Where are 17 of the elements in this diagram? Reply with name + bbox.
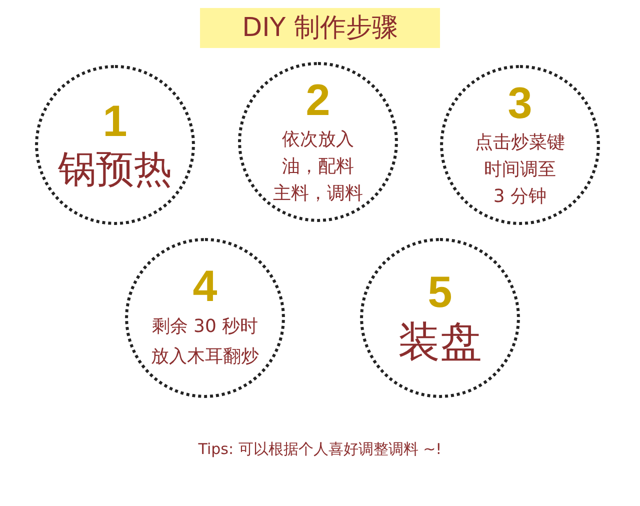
step-circle xyxy=(125,238,285,398)
tip-note: Tips: 可以根据个人喜好调整调料 ~! xyxy=(197,440,443,459)
step-number: 5 xyxy=(428,270,452,316)
step-circle xyxy=(440,65,600,225)
step-text: 装盘 xyxy=(398,318,482,366)
step-text: 剩余 30 秒时放入木耳翻炒 xyxy=(151,315,259,369)
step-text: 依次放入油，配料主料，调料 xyxy=(273,128,363,206)
step-number: 1 xyxy=(102,99,128,145)
step-text: 锅预热 xyxy=(58,147,172,191)
step-number: 2 xyxy=(306,78,330,124)
step-circle xyxy=(35,65,195,225)
title-banner: DIY 制作步骤 xyxy=(200,8,440,48)
step-text: 点击炒菜键时间调至3 分钟 xyxy=(475,130,565,208)
step-number: 4 xyxy=(192,264,218,310)
step-circle xyxy=(360,238,520,398)
step-number: 3 xyxy=(508,80,532,126)
step-circle xyxy=(238,62,398,222)
